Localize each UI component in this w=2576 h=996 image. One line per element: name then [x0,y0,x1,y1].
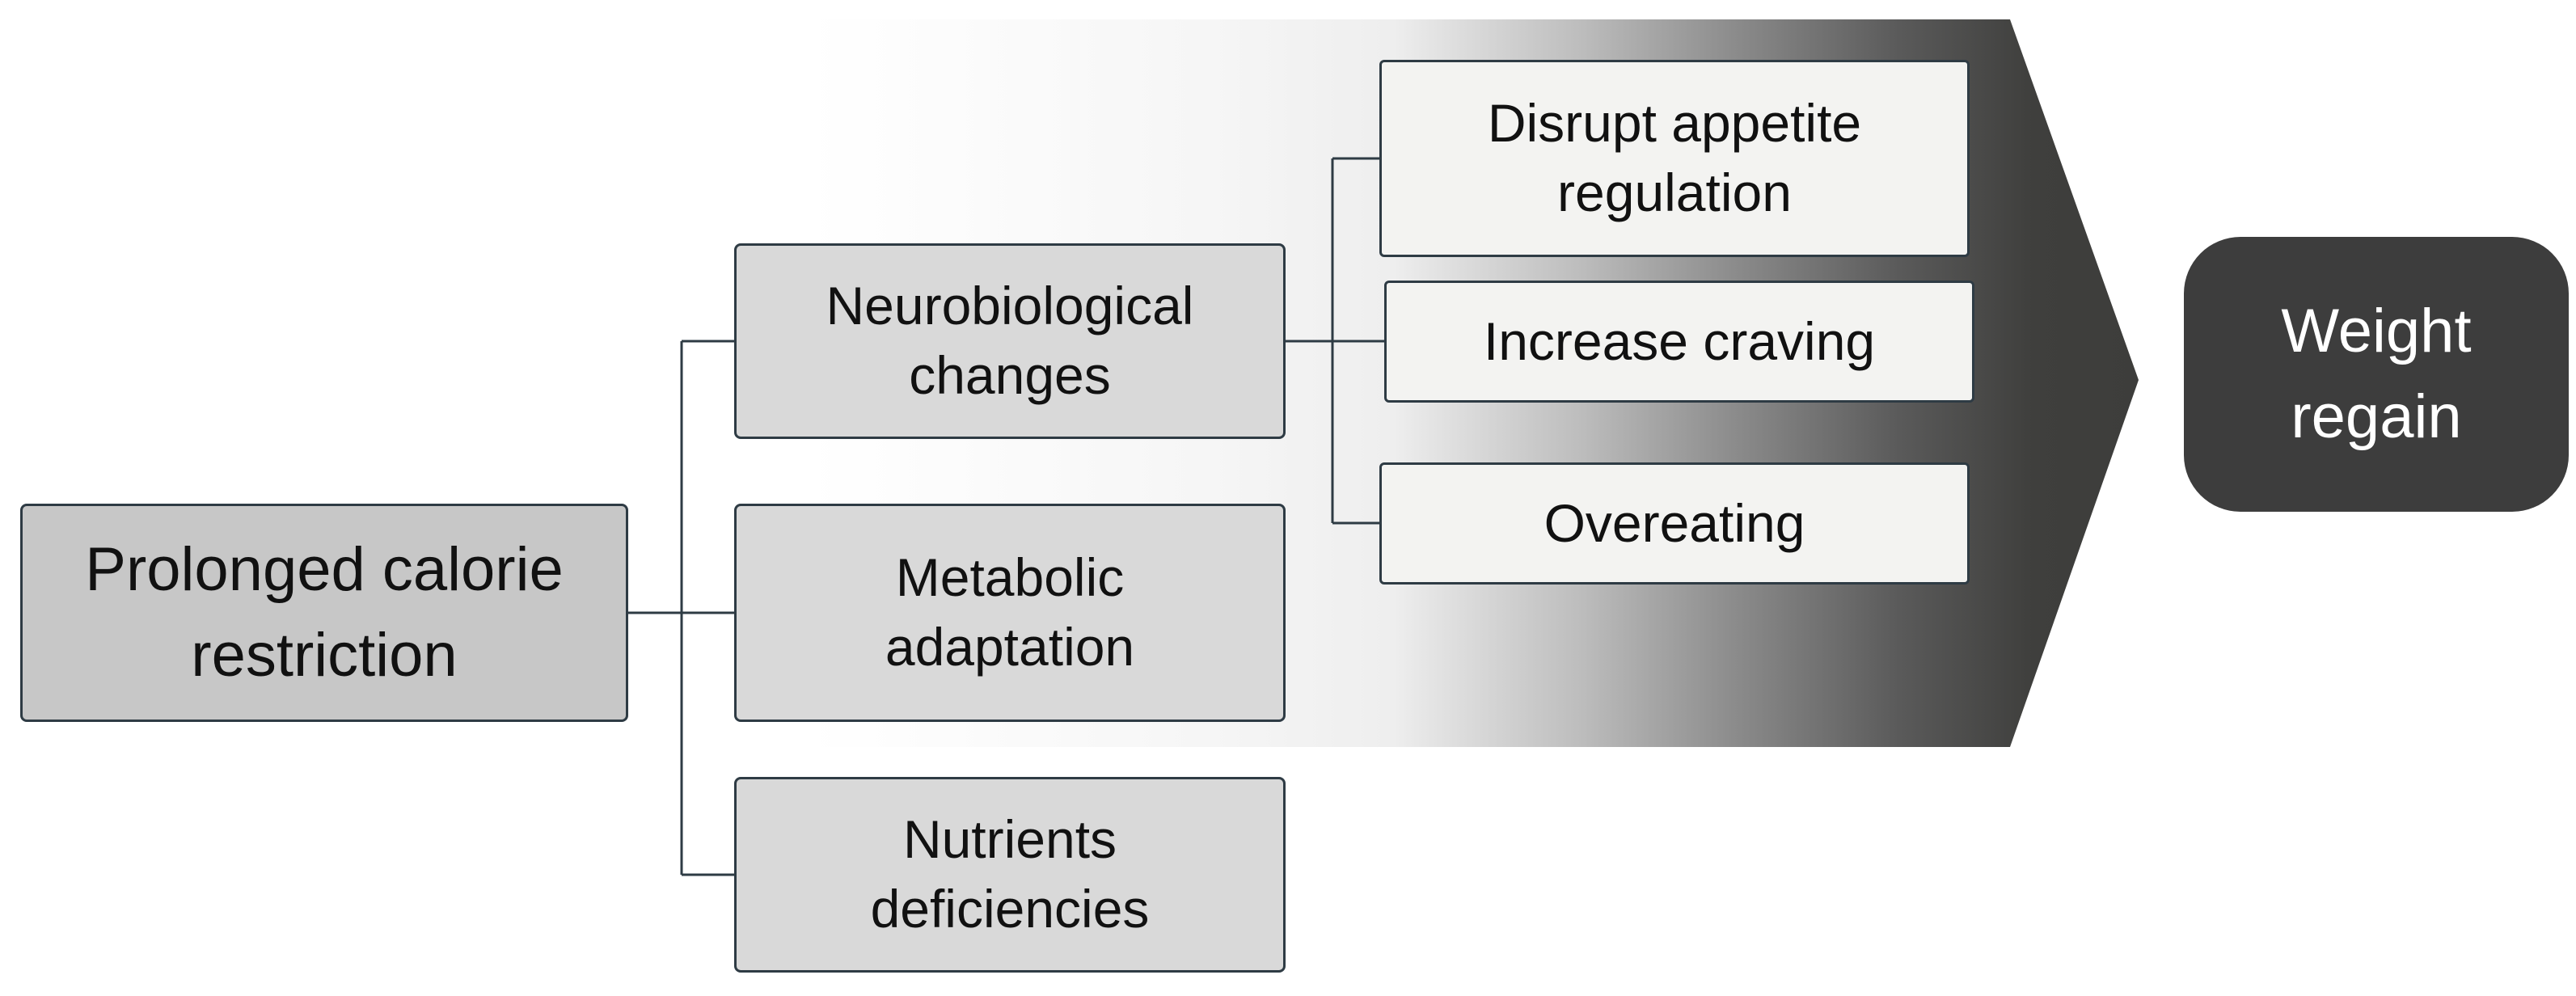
branch-box-nutrients-deficiencies: Nutrients deficiencies [734,777,1286,973]
outcome-box-weight-regain: Weight regain [2184,237,2569,512]
branch-box-metabolic-adaptation: Metabolic adaptation [734,504,1286,722]
effect-box-increase-craving: Increase craving [1384,281,1974,403]
root-box-prolonged-calorie-restriction: Prolonged calorie restriction [20,504,628,722]
effect-box-disrupt-appetite-regulation: Disrupt appetite regulation [1379,60,1970,257]
connector-lines [628,157,1384,876]
effect-box-overeating: Overeating [1379,462,1970,585]
branch-box-neurobiological-changes: Neurobiological changes [734,243,1286,439]
